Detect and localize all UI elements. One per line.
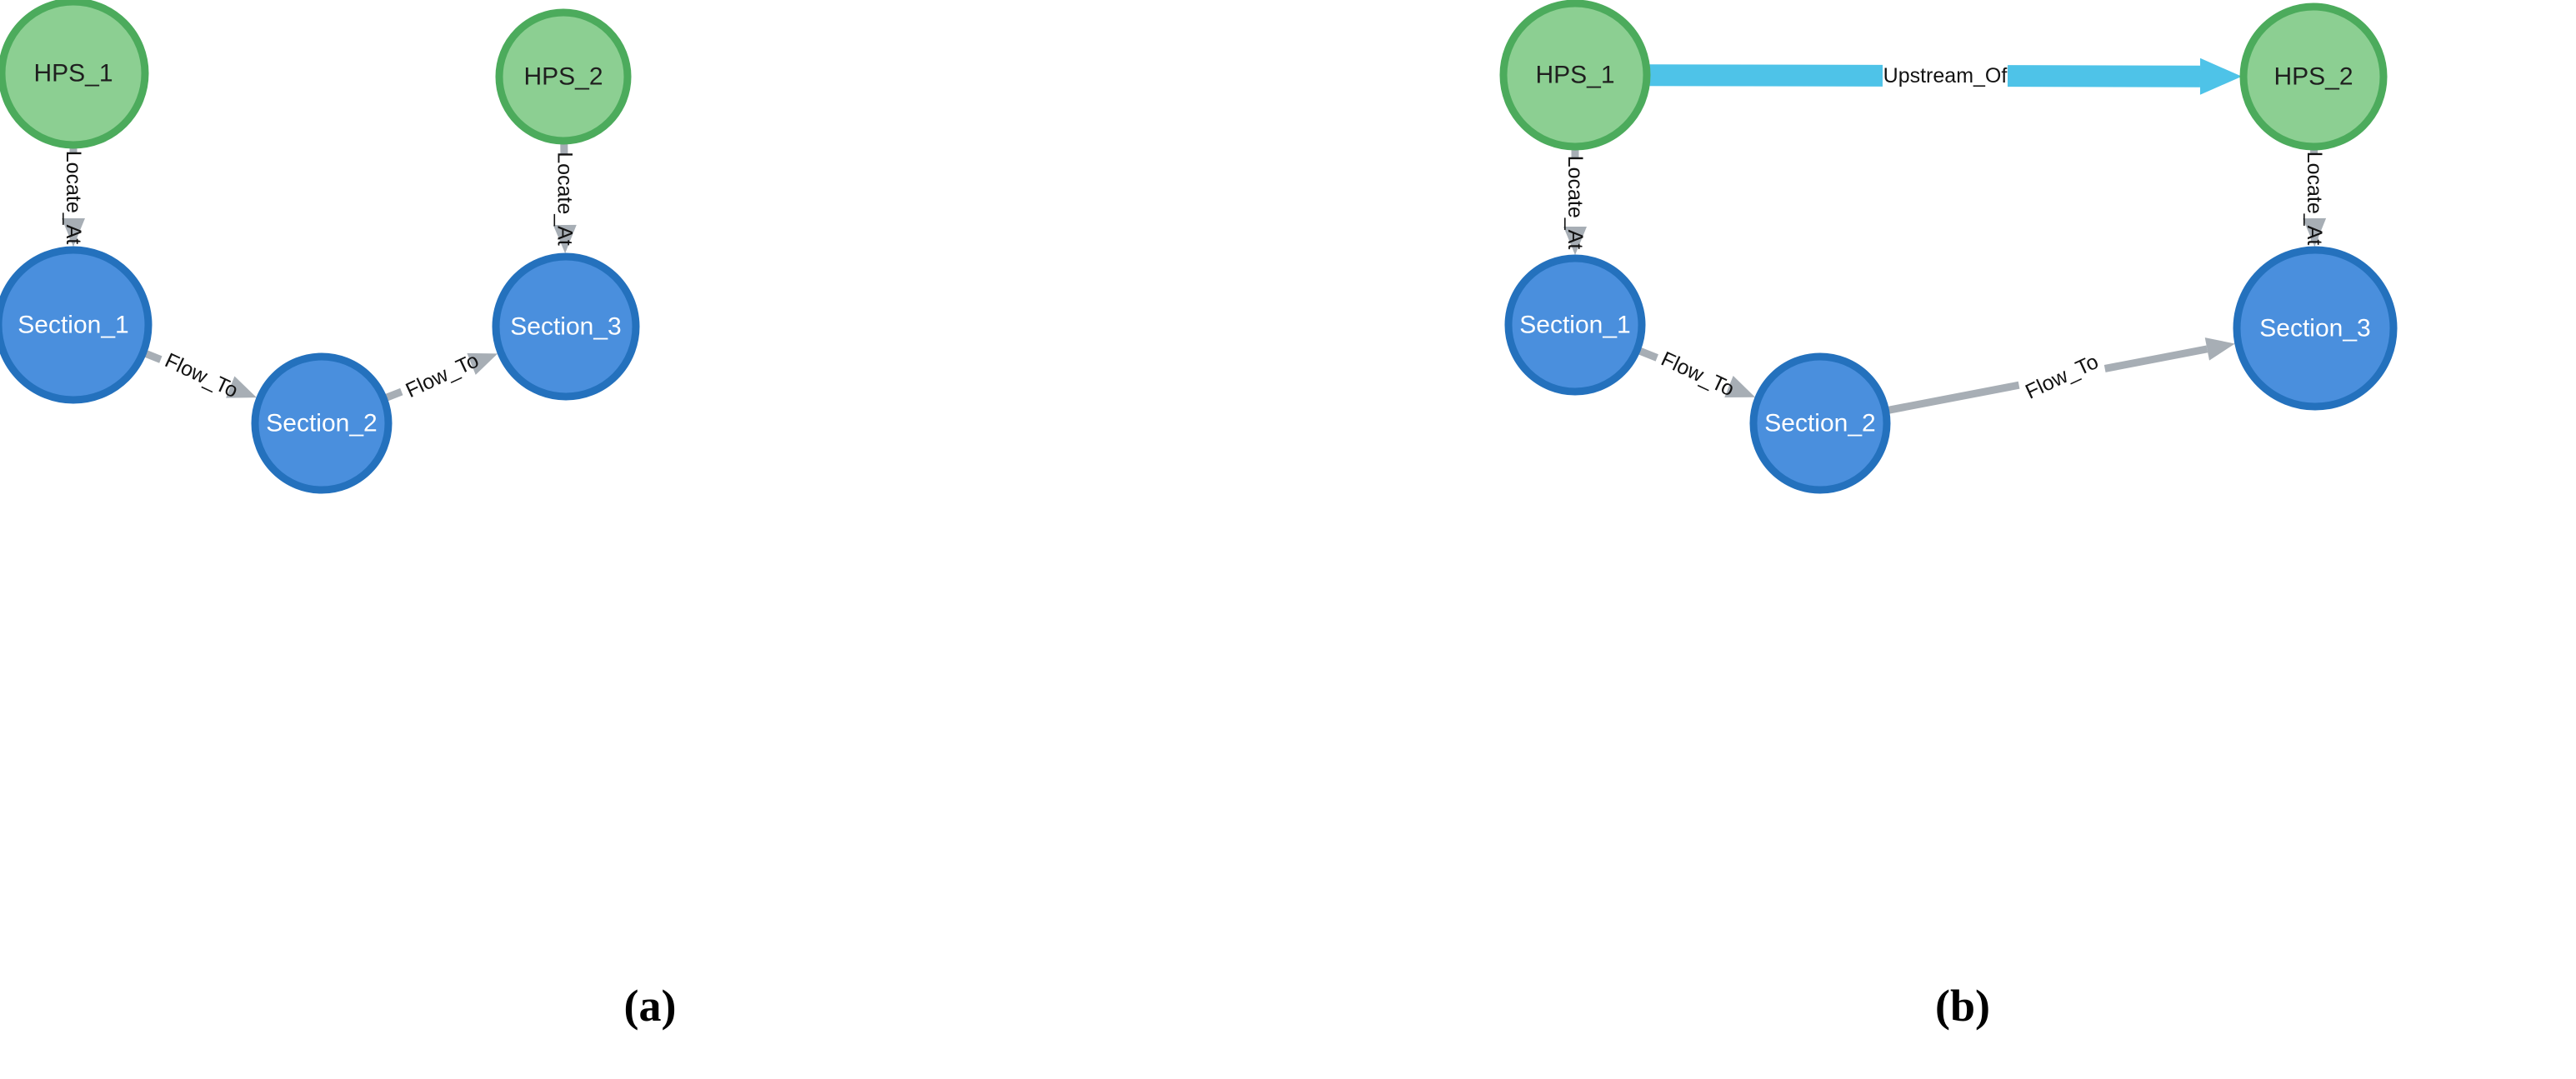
node-label: Section_3 (510, 313, 621, 341)
graph-edge: Flow_To (1638, 347, 1756, 402)
graph-edge: Flow_To (1888, 337, 2235, 414)
edge-label: Locate_At (553, 152, 576, 246)
graph-node-section1[interactable]: Section_1 (0, 246, 153, 404)
edge-line-segment (385, 387, 403, 402)
node-label: HPS_1 (1535, 62, 1614, 89)
arrowhead-icon (2204, 337, 2235, 361)
edge-line-segment (1638, 347, 1658, 362)
graph-node-hps2[interactable]: HPS_2 (495, 8, 632, 145)
node-label: Section_2 (1764, 410, 1875, 437)
node-circle[interactable] (0, 246, 153, 404)
edge-label: Locate_At (1563, 156, 1587, 250)
edge-line-segment (1648, 64, 1883, 87)
node-circle[interactable] (495, 8, 632, 145)
graph-node-hps1[interactable]: HPS_1 (1499, 0, 1651, 151)
edge-label: Locate_At (2303, 152, 2326, 246)
edge-line-segment (144, 350, 163, 363)
graph-edge: Locate_At (2303, 149, 2327, 247)
node-circle[interactable] (2239, 2, 2388, 151)
edge-line-segment (1888, 381, 2020, 414)
arrowhead-icon (2303, 217, 2327, 247)
edge-label: Flow_To (403, 348, 483, 402)
graph-node-section3[interactable]: Section_3 (492, 252, 640, 401)
edge-label: Flow_To (162, 348, 242, 402)
arrowhead-icon (553, 224, 577, 254)
edge-line-segment (2103, 345, 2208, 372)
edge-label: Upstream_Of (1883, 64, 2008, 87)
graph-node-section3[interactable]: Section_3 (2233, 246, 2398, 411)
node-label: Section_1 (1519, 312, 1630, 339)
node-circle[interactable] (1504, 254, 1646, 396)
graph-node-section2[interactable]: Section_2 (251, 352, 393, 494)
edge-label: Flow_To (1658, 347, 1738, 402)
node-circle[interactable] (492, 252, 640, 401)
node-label: Section_3 (2259, 315, 2370, 342)
arrowhead-icon (1563, 227, 1587, 255)
graph-node-section1[interactable]: Section_1 (1504, 254, 1646, 396)
edge-label: Flow_To (2022, 350, 2102, 404)
node-label: Section_1 (18, 312, 128, 339)
graph-node-section2[interactable]: Section_2 (1749, 352, 1891, 494)
graph-node-hps2[interactable]: HPS_2 (2239, 2, 2388, 151)
graph-edge: Locate_At (553, 143, 577, 254)
graph-edge: Flow_To (385, 348, 498, 402)
arrowhead-icon (1724, 376, 1756, 398)
arrowhead-icon (62, 218, 85, 247)
node-label: HPS_1 (33, 60, 113, 87)
arrowhead-icon (226, 376, 257, 398)
graph-edge: Locate_At (62, 148, 85, 247)
edge-line-segment (2007, 65, 2201, 87)
node-circle[interactable] (1749, 352, 1891, 494)
graph-node-hps1[interactable]: HPS_1 (0, 0, 149, 149)
node-circle[interactable] (0, 0, 149, 149)
arrowhead-icon (467, 352, 498, 375)
graph-edge: Flow_To (144, 348, 257, 402)
graph-edge: Locate_At (1563, 150, 1587, 255)
node-circle[interactable] (251, 352, 393, 494)
graph-edge: Upstream_Of (1648, 57, 2243, 95)
arrowhead-icon (2199, 57, 2243, 95)
node-label: HPS_2 (523, 63, 603, 91)
node-circle[interactable] (2233, 246, 2398, 411)
node-label: HPS_2 (2273, 63, 2353, 91)
node-circle[interactable] (1499, 0, 1651, 151)
panel-caption-b: (b) (1935, 981, 1990, 1031)
node-label: Section_2 (266, 410, 377, 437)
edge-label: Locate_At (62, 151, 85, 245)
panel-caption-a: (a) (623, 981, 677, 1031)
